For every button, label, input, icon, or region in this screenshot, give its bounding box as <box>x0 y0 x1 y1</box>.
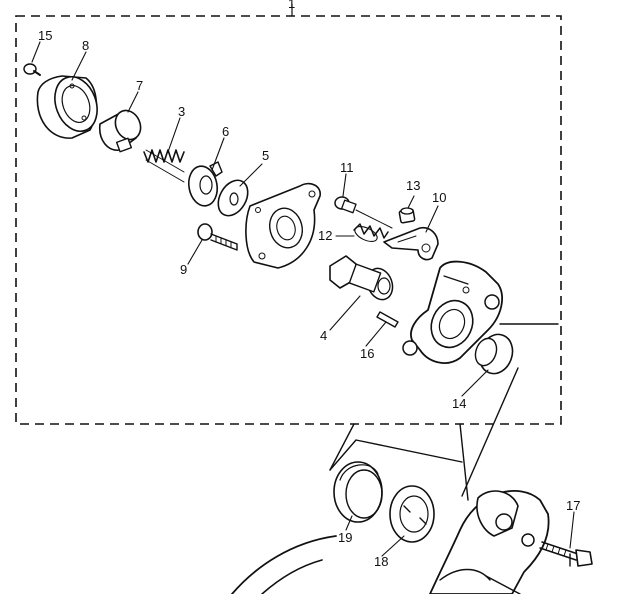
callout-6: 6 <box>222 124 229 139</box>
part-cap-13 <box>398 207 416 224</box>
part-adjuster <box>329 255 394 301</box>
callout-16: 16 <box>360 346 374 361</box>
part-bolt-17 <box>539 541 593 567</box>
part-cover-cap <box>36 75 98 139</box>
part-small-spring <box>353 223 389 242</box>
part-cup-19 <box>333 461 383 523</box>
part-piston <box>98 109 142 153</box>
part-lower-caliper <box>231 490 550 594</box>
part-bolt-9 <box>197 223 238 251</box>
part-caliper-bracket <box>402 260 503 364</box>
callout-15: 15 <box>38 28 52 43</box>
part-spring <box>143 149 185 183</box>
part-washer <box>217 179 249 217</box>
part-screw-11 <box>334 196 393 229</box>
callout-17: 17 <box>566 498 580 513</box>
callout-7: 7 <box>136 78 143 93</box>
part-boot-18 <box>389 485 435 543</box>
part-pin <box>376 311 399 328</box>
callout-4: 4 <box>320 328 327 343</box>
callout-11: 11 <box>340 160 354 175</box>
callout-18: 18 <box>374 554 388 569</box>
leader-lines <box>31 41 575 557</box>
assembly-label: 1 <box>288 0 295 11</box>
part-plug <box>474 333 514 375</box>
callout-5: 5 <box>262 148 269 163</box>
part-retainer <box>187 161 223 207</box>
callout-13: 13 <box>406 178 420 193</box>
assembly-group-box: 1 <box>15 0 562 425</box>
callout-labels: 15 8 7 3 6 5 9 11 12 13 10 4 16 14 19 18… <box>38 28 580 569</box>
callout-9: 9 <box>180 262 187 277</box>
assembly-link-lines <box>329 323 559 501</box>
part-lever <box>383 226 439 261</box>
callout-8: 8 <box>82 38 89 53</box>
callout-19: 19 <box>338 530 352 545</box>
callout-12: 12 <box>318 228 332 243</box>
part-housing-plate <box>245 182 321 269</box>
callout-3: 3 <box>178 104 185 119</box>
callout-10: 10 <box>432 190 446 205</box>
part-small-bolt <box>23 63 41 76</box>
callout-14: 14 <box>452 396 466 411</box>
